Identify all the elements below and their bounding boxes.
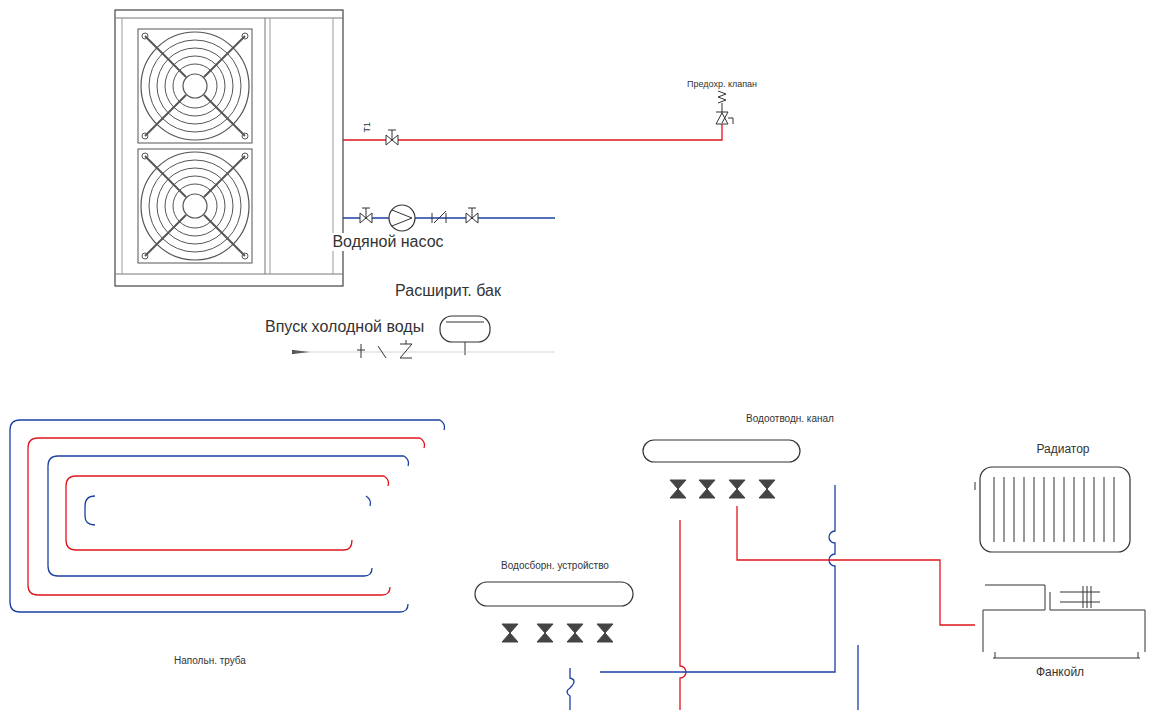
valve-label: Предохр. клапан [685,79,759,89]
sensor-tag: T1 [362,120,372,135]
pump-label: Водяной насос [330,233,445,251]
tank-label: Расширит. бак [393,282,503,300]
node-label: Фанкойл [1034,666,1086,680]
floor-pipe-label: Напольн. труба [172,655,248,667]
node-label: Радиатор [1034,443,1091,457]
fan-coil: Фанкойл [975,580,1153,688]
node-label: Водоотводн. канал [744,413,836,425]
collector-manifold-shape [470,558,640,648]
radiator-shape [970,440,1140,558]
inlet-label: Впуск холодной воды [263,318,426,336]
collector-manifold: Водосборн. устройство [470,558,640,648]
radiator: Радиатор [970,440,1140,558]
supply-pipe [737,506,975,625]
distribution-manifold: Водоотводн. канал [640,410,860,506]
node-label: Водосборн. устройство [499,560,611,572]
